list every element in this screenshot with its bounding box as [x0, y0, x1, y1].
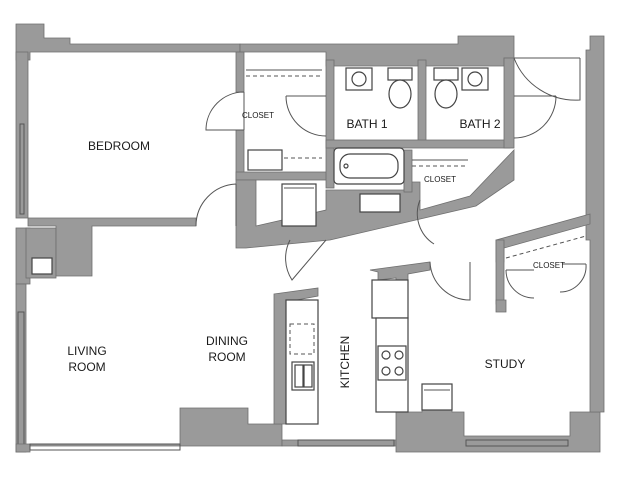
kitchen-sink-bowl-1 [294, 364, 304, 388]
label-dining-line1: DINING [206, 334, 248, 348]
label-dining-line2: ROOM [208, 350, 245, 364]
window-bottom-study [465, 439, 569, 447]
stove-burner-1 [381, 350, 391, 360]
wall-bottom-middle [281, 439, 399, 447]
wall-bath-divider [417, 59, 427, 145]
stove-burner-2 [394, 350, 404, 360]
door-linen [285, 239, 327, 281]
door-study [429, 261, 471, 301]
fixtures [246, 67, 587, 425]
study-cabinet [421, 383, 453, 411]
room-labels: BEDROOM CLOSET BATH 1 BATH 2 CLOSET CLOS… [67, 111, 565, 388]
door-entry [513, 57, 581, 101]
washer-dryer [281, 183, 317, 227]
wall-right [585, 35, 605, 413]
kitchen-fridge [371, 279, 409, 319]
label-study: STUDY [485, 357, 526, 371]
wall-closet-left [235, 51, 245, 93]
label-bath2: BATH 2 [459, 117, 500, 131]
bath1-tub-drain [343, 163, 349, 169]
door-study-closet-right [559, 263, 587, 293]
closet-shelf-bottom [247, 149, 283, 171]
wall-closet-bottom [235, 171, 333, 181]
wall-study-closet-bottom [495, 299, 507, 313]
stove-burner-3 [381, 366, 391, 376]
hall-cabinet [359, 193, 401, 213]
wall-bath1-left [325, 59, 335, 189]
label-closet-hall: CLOSET [424, 175, 456, 184]
kitchen-dishwasher [289, 323, 315, 355]
window-bottom-living [29, 443, 181, 451]
wall-study-closet-left [495, 239, 505, 305]
wall-hall-closet-left [403, 149, 413, 193]
wall-bath2-right [503, 57, 515, 149]
bath1-tub-inner [339, 153, 399, 179]
bath2-toilet-bowl [434, 79, 458, 109]
bath1-toilet-tank [387, 67, 413, 81]
stove-burner-4 [394, 366, 404, 376]
wall-bath1-bottom [325, 139, 511, 149]
kitchen-sink-bowl-2 [303, 364, 313, 388]
label-kitchen: KITCHEN [338, 336, 352, 389]
label-closet-study: CLOSET [533, 261, 565, 270]
door-bedroom [195, 183, 237, 227]
label-living-line2: ROOM [68, 360, 105, 374]
window-left-bedroom [19, 123, 25, 215]
label-bath1: BATH 1 [346, 117, 387, 131]
wall-top-left-corner [15, 23, 241, 61]
window-bottom-kitchen [297, 439, 395, 447]
door-bath2 [513, 95, 557, 139]
exterior-walls [15, 23, 605, 453]
wall-study-closet-top [495, 213, 591, 263]
door-bath1 [285, 95, 327, 137]
label-closet-bedroom: CLOSET [242, 111, 274, 120]
door-study-closet-left [505, 269, 535, 299]
label-bedroom: BEDROOM [88, 139, 150, 153]
door-bedroom-closet [205, 91, 245, 131]
kitchen-stove [377, 345, 407, 381]
wall-top-middle [239, 35, 515, 67]
wall-bottom-left [15, 407, 283, 453]
doors [195, 57, 587, 301]
wall-left-bedroom [15, 51, 29, 219]
label-living-line1: LIVING [67, 344, 106, 358]
bath1-sink-bowl [351, 71, 367, 87]
column-living [31, 257, 53, 275]
bath2-toilet-tank [433, 67, 459, 81]
door-hall-closet [416, 199, 435, 245]
bath2-sink-bowl [467, 71, 483, 87]
bath1-toilet-bowl [388, 79, 412, 109]
